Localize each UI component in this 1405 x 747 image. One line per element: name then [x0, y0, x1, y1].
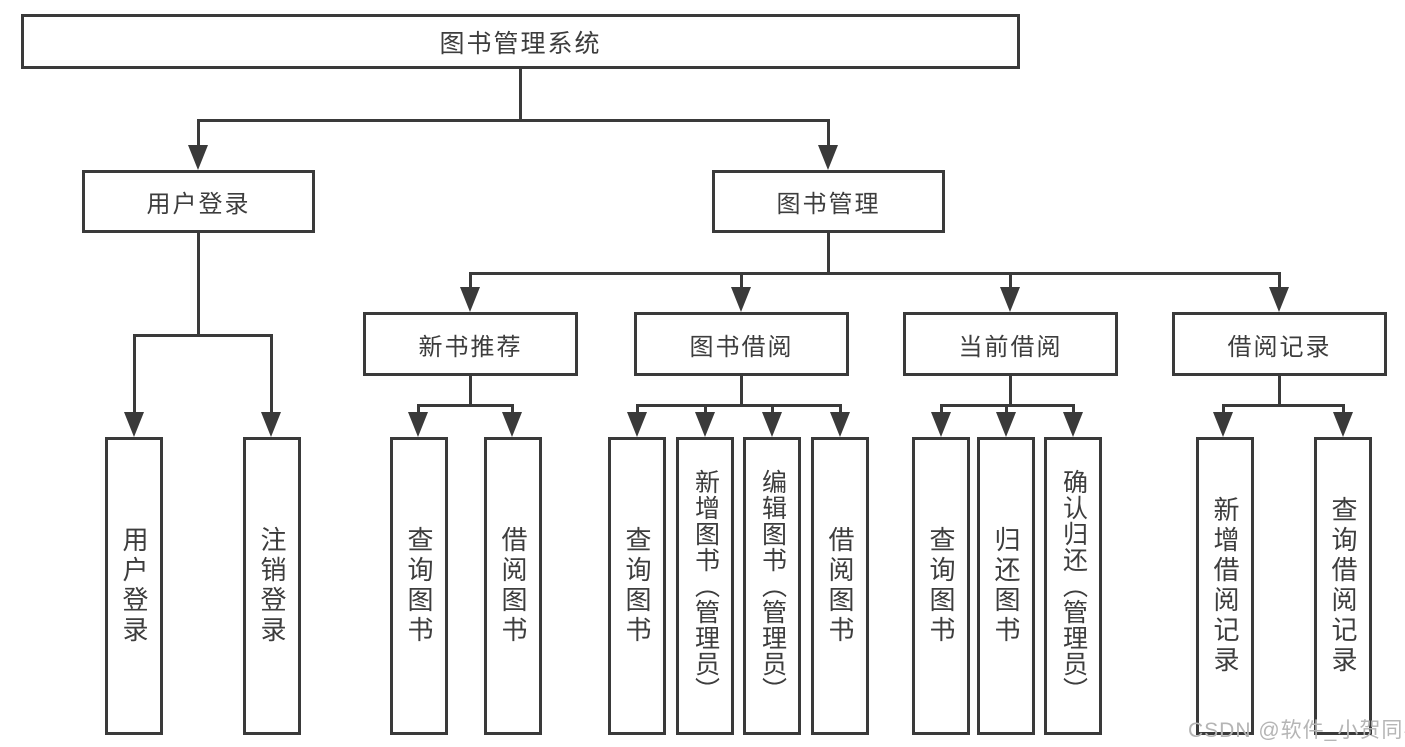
connector-vline — [839, 405, 842, 414]
leaf-bb-borrow-books: 借阅图书 — [811, 437, 869, 735]
node-label: 用户登录 — [146, 191, 251, 218]
leaf-label: 归还图书 — [991, 526, 1021, 646]
leaf-br-add-borrow-record: 新增借阅记录 — [1196, 437, 1254, 735]
leaf-label: 借阅图书 — [825, 526, 855, 646]
arrow-down-icon — [502, 412, 522, 437]
connector-vline — [827, 120, 830, 147]
leaf-label: 查询图书 — [404, 526, 434, 646]
leaf-label: 确认归还（管理员） — [1059, 469, 1088, 703]
connector-vline — [270, 335, 273, 414]
leaf-label: 编辑图书（管理员） — [758, 469, 787, 703]
node-label: 图书借阅 — [689, 333, 794, 361]
node-book-borrowing: 图书借阅 — [634, 312, 849, 376]
connector-vline — [1009, 273, 1012, 289]
leaf-label: 查询图书 — [622, 526, 652, 646]
node-library-management-system: 图书管理系统 — [21, 14, 1020, 69]
leaf-user-login: 用户登录 — [105, 437, 163, 735]
connector-vline — [940, 405, 943, 414]
node-label: 新书推荐 — [418, 333, 523, 361]
arrow-down-icon — [731, 287, 751, 312]
leaf-nb-query-books: 查询图书 — [390, 437, 448, 735]
connector-vline — [197, 233, 200, 337]
connector-vline — [133, 335, 136, 414]
leaf-label: 新增借阅记录 — [1210, 496, 1240, 676]
connector-vline — [740, 376, 743, 407]
node-new-book-recommendation: 新书推荐 — [363, 312, 578, 376]
arrow-down-icon — [460, 287, 480, 312]
node-current-borrowing: 当前借阅 — [903, 312, 1118, 376]
leaf-label: 新增图书（管理员） — [691, 469, 720, 703]
connector-vline — [704, 405, 707, 414]
connector-vline — [511, 405, 514, 414]
connector-hline — [636, 404, 842, 407]
arrow-down-icon — [188, 145, 208, 170]
connector-hline — [1222, 404, 1345, 407]
arrow-down-icon — [931, 412, 951, 437]
node-book-management: 图书管理 — [712, 170, 945, 233]
connector-vline — [1342, 405, 1345, 414]
arrow-down-icon — [1063, 412, 1083, 437]
connector-vline — [197, 120, 200, 147]
arrow-down-icon — [830, 412, 850, 437]
leaf-nb-borrow-books: 借阅图书 — [484, 437, 542, 735]
connector-vline — [519, 69, 522, 122]
connector-vline — [827, 233, 830, 274]
node-label: 图书管理 — [776, 191, 881, 218]
leaf-logout: 注销登录 — [243, 437, 301, 735]
node-label: 图书管理系统 — [439, 29, 602, 58]
connector-vline — [1278, 376, 1281, 407]
leaf-cb-return-books: 归还图书 — [977, 437, 1035, 735]
connector-vline — [417, 405, 420, 414]
arrow-down-icon — [1213, 412, 1233, 437]
arrow-down-icon — [261, 412, 281, 437]
node-label: 当前借阅 — [958, 333, 1063, 361]
leaf-br-query-borrow-record: 查询借阅记录 — [1314, 437, 1372, 735]
arrow-down-icon — [1269, 287, 1289, 312]
connector-vline — [740, 273, 743, 289]
arrow-down-icon — [408, 412, 428, 437]
connector-vline — [469, 376, 472, 407]
arrow-down-icon — [762, 412, 782, 437]
leaf-cb-query-books: 查询图书 — [912, 437, 970, 735]
node-label: 借阅记录 — [1227, 333, 1332, 361]
connector-hline — [469, 272, 1281, 275]
connector-vline — [1009, 376, 1012, 407]
leaf-label: 用户登录 — [119, 526, 149, 646]
arrow-down-icon — [124, 412, 144, 437]
arrow-down-icon — [695, 412, 715, 437]
csdn-watermark: CSDN @软件_小贺同学 — [1188, 719, 1405, 742]
leaf-label: 借阅图书 — [498, 526, 528, 646]
connector-vline — [1072, 405, 1075, 414]
leaf-label: 查询图书 — [926, 526, 956, 646]
arrow-down-icon — [818, 145, 838, 170]
arrow-down-icon — [1000, 287, 1020, 312]
connector-vline — [771, 405, 774, 414]
leaf-cb-confirm-return-admin: 确认归还（管理员） — [1044, 437, 1102, 735]
node-borrowing-records: 借阅记录 — [1172, 312, 1387, 376]
connector-vline — [469, 273, 472, 289]
connector-vline — [636, 405, 639, 414]
leaf-bb-add-books-admin: 新增图书（管理员） — [676, 437, 734, 735]
arrow-down-icon — [627, 412, 647, 437]
connector-hline — [133, 334, 273, 337]
arrow-down-icon — [996, 412, 1016, 437]
connector-hline — [417, 404, 514, 407]
connector-vline — [1005, 405, 1008, 414]
leaf-label: 注销登录 — [257, 526, 287, 646]
arrow-down-icon — [1333, 412, 1353, 437]
leaf-bb-edit-books-admin: 编辑图书（管理员） — [743, 437, 801, 735]
connector-vline — [1222, 405, 1225, 414]
node-user-login: 用户登录 — [82, 170, 315, 233]
connector-vline — [1278, 273, 1281, 289]
leaf-label: 查询借阅记录 — [1328, 496, 1358, 676]
connector-hline — [197, 119, 830, 122]
leaf-bb-query-books: 查询图书 — [608, 437, 666, 735]
